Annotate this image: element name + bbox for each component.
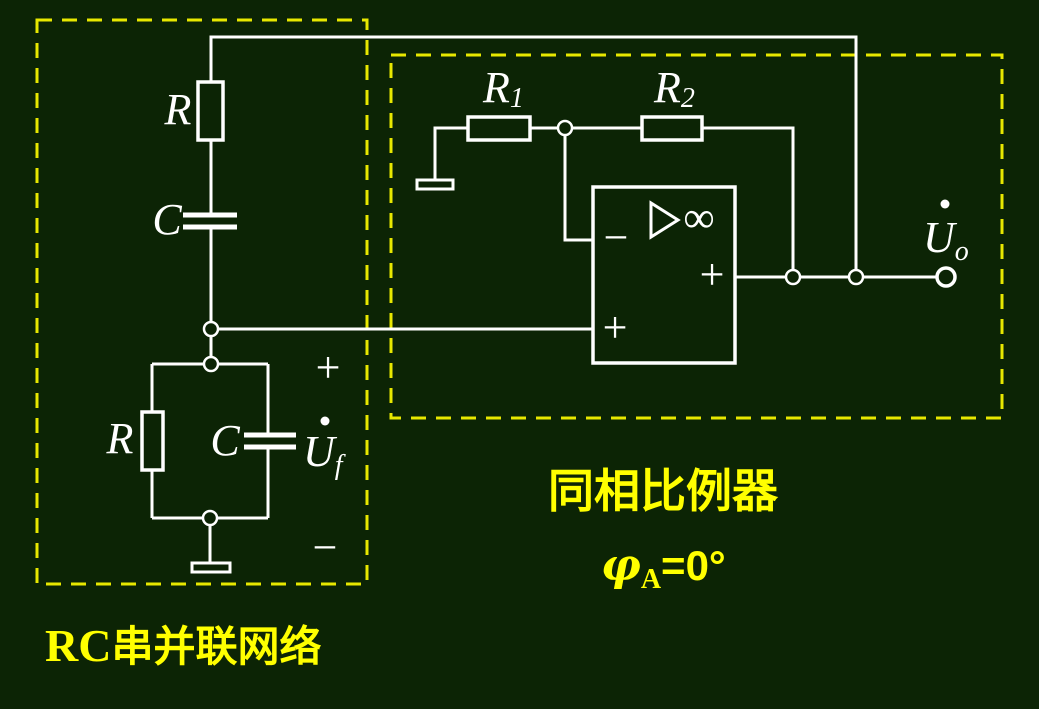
node-parallel-top [202, 355, 220, 373]
amplifier-caption: 同相比例器 [548, 465, 779, 517]
series-capacitor-label: C [152, 195, 182, 244]
wire-node-to-minus-input [563, 135, 593, 242]
opamp-plus-input-sign: + [603, 303, 628, 352]
ground-symbol-r1 [415, 178, 455, 191]
parallel-resistor-label: R [106, 414, 134, 463]
uf-label: Uf [303, 427, 346, 481]
wire-ground-to-r1 [433, 126, 468, 180]
opamp-gain-infinity: ∞ [683, 193, 714, 242]
r2-label: R2 [653, 63, 695, 114]
feedback-top-wire [209, 35, 858, 270]
r1-label: R1 [482, 63, 524, 114]
series-resistor-label: R [164, 85, 192, 134]
amplifier-dashed-box [389, 53, 1004, 420]
feedback-minus-sign: − [313, 523, 338, 572]
ground-symbol-left [190, 561, 232, 574]
feedback-plus-sign: + [316, 343, 341, 392]
rc-network-caption: RC串并联网络 [45, 620, 321, 671]
opamp-minus-input-sign: − [604, 213, 629, 262]
resistor-r2 [640, 115, 704, 142]
series-resistor [196, 80, 225, 142]
node-output-feedback-r2 [784, 268, 802, 286]
output-terminal [935, 266, 957, 288]
node-rc-junction [202, 320, 220, 338]
node-parallel-bottom [201, 509, 219, 527]
opamp-output-plus-sign: + [700, 250, 725, 299]
parallel-capacitor-label: C [210, 416, 240, 465]
parallel-resistor [140, 410, 165, 472]
phase-caption: φA=0° [601, 540, 726, 595]
uo-label: Uo [923, 213, 969, 267]
uf-dot-icon [320, 416, 330, 426]
rc-network-dashed-box [35, 18, 369, 586]
node-output-feedback-top [847, 268, 865, 286]
opamp-body [591, 185, 737, 365]
wire-r2-to-output [702, 126, 795, 270]
uo-dot-icon [940, 199, 950, 209]
opamp-triangle-icon [649, 200, 681, 240]
resistor-r1 [466, 115, 532, 142]
node-r1-r2 [556, 119, 574, 137]
